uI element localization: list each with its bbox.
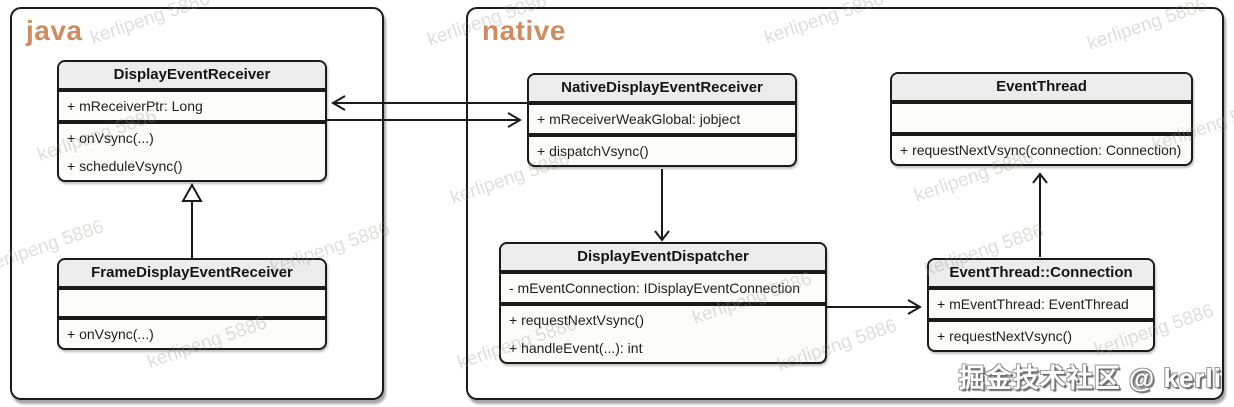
class-name: FrameDisplayEventReceiver	[59, 260, 325, 286]
compartment-divider	[59, 120, 325, 124]
class-method: + dispatchVsync()	[537, 143, 649, 159]
class-box-event-thread: EventThread + requestNextVsync(connectio…	[890, 72, 1193, 166]
class-method: + requestNextVsync()	[937, 328, 1072, 344]
compartment-divider	[929, 318, 1153, 322]
class-method: + requestNextVsync(connection: Connectio…	[900, 142, 1182, 158]
class-method: + handleEvent(...): int	[509, 340, 643, 356]
compartment-divider	[529, 101, 795, 105]
class-box-event-thread-connection: EventThread::Connection + mEventThread: …	[927, 258, 1155, 352]
class-attribute: + mReceiverWeakGlobal: jobject	[537, 111, 741, 127]
class-method: + onVsync(...)	[67, 326, 154, 342]
class-attribute: + mReceiverPtr: Long	[67, 98, 203, 114]
class-name: NativeDisplayEventReceiver	[529, 75, 795, 101]
class-box-frame-display-event-receiver: FrameDisplayEventReceiver + onVsync(...)	[57, 258, 327, 350]
compartment-divider	[59, 286, 325, 290]
compartment-divider	[929, 286, 1153, 290]
compartment-divider	[892, 132, 1191, 136]
empty-attributes-compartment	[892, 104, 1191, 132]
compartment-divider	[529, 133, 795, 137]
compartment-divider	[59, 88, 325, 92]
class-box-native-display-event-receiver: NativeDisplayEventReceiver + mReceiverWe…	[527, 73, 797, 167]
class-name: EventThread::Connection	[929, 260, 1153, 286]
package-java-label: java	[26, 15, 83, 46]
empty-attributes-compartment	[59, 290, 325, 316]
class-name: EventThread	[892, 74, 1191, 100]
package-native-label: native	[482, 15, 566, 46]
class-box-display-event-receiver: DisplayEventReceiver + mReceiverPtr: Lon…	[57, 60, 327, 182]
compartment-divider	[59, 316, 325, 320]
compartment-divider	[892, 100, 1191, 104]
class-box-display-event-dispatcher: DisplayEventDispatcher - mEventConnectio…	[499, 242, 827, 364]
class-method: + requestNextVsync()	[509, 312, 644, 328]
class-attribute: - mEventConnection: IDisplayEventConnect…	[509, 280, 801, 296]
class-name: DisplayEventReceiver	[59, 62, 325, 88]
class-method: + scheduleVsync()	[67, 158, 183, 174]
compartment-divider	[501, 270, 825, 274]
class-attribute: + mEventThread: EventThread	[937, 296, 1129, 312]
class-name: DisplayEventDispatcher	[501, 244, 825, 270]
class-method: + onVsync(...)	[67, 130, 154, 146]
compartment-divider	[501, 302, 825, 306]
